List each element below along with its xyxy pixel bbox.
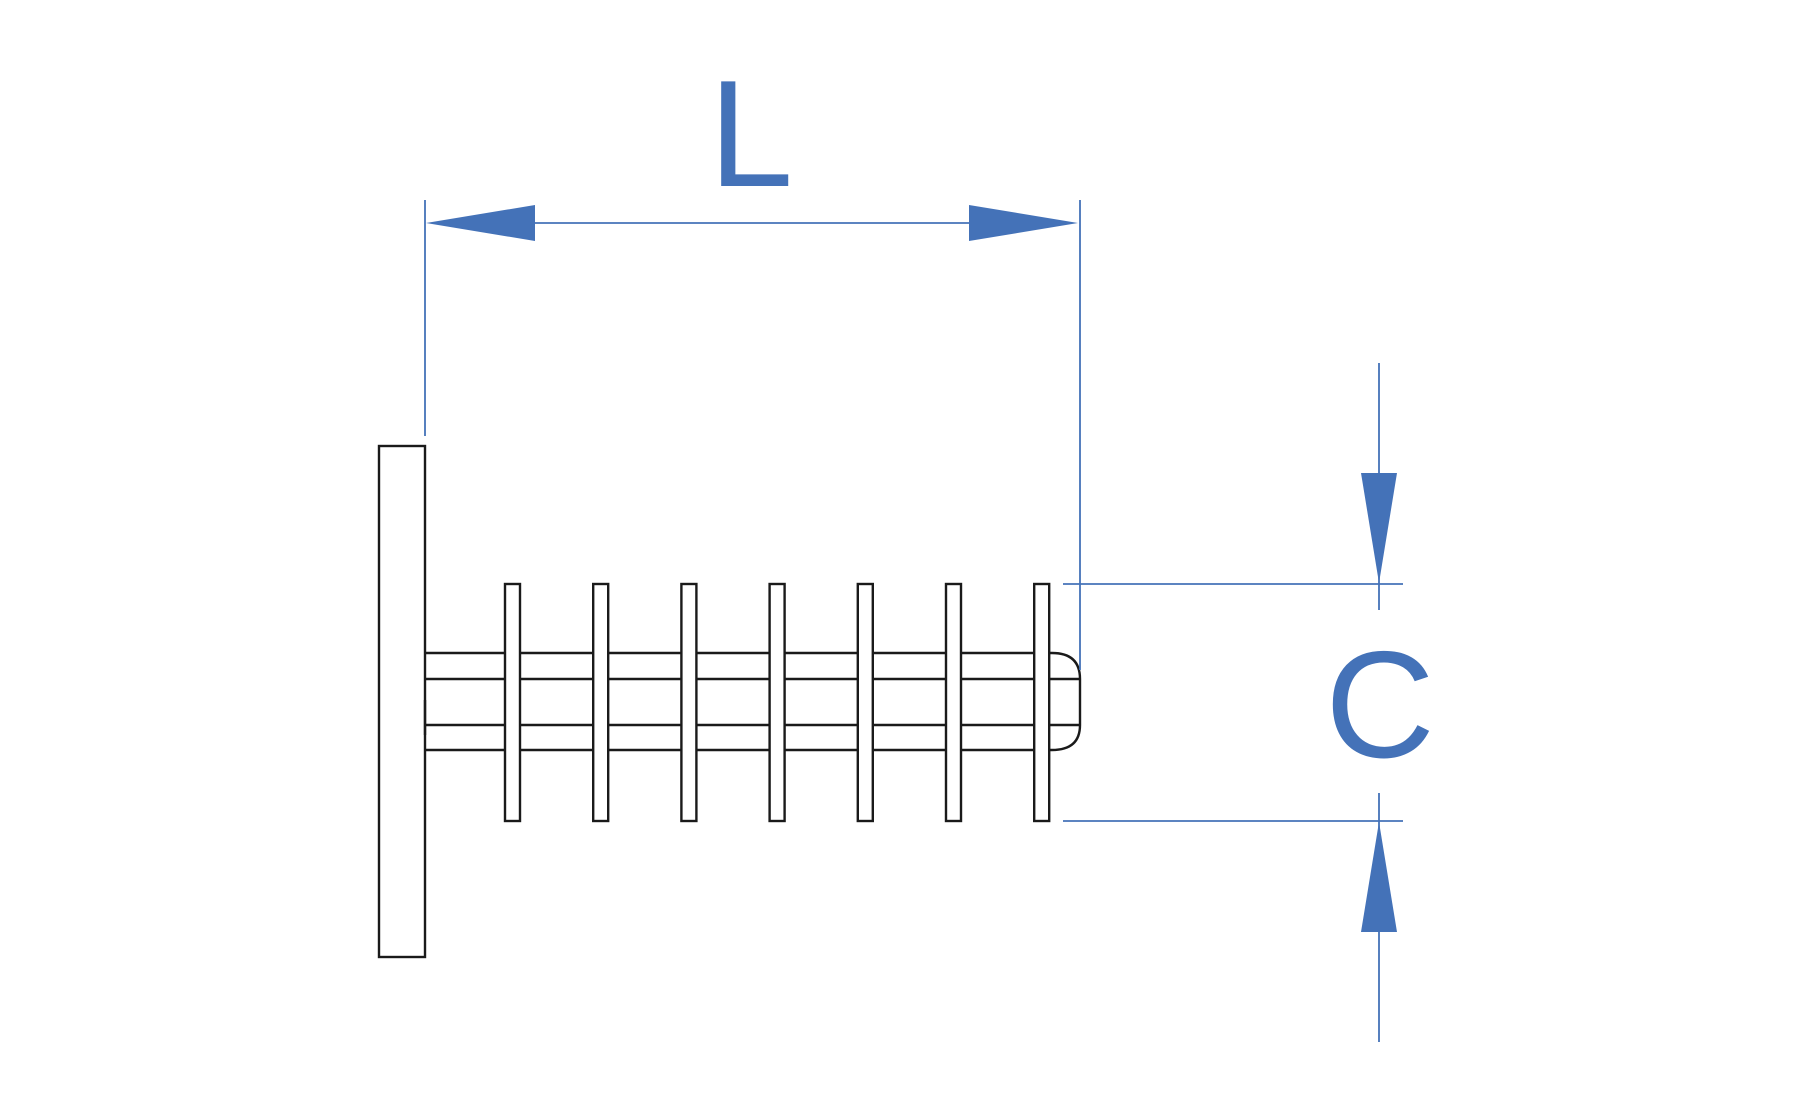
length-label: L [709, 49, 794, 219]
fin-7 [1032, 582, 1051, 823]
diameter-arrow-top [1361, 473, 1397, 583]
shank-tip [1051, 651, 1082, 752]
fastener-part [377, 444, 1082, 959]
diameter-arrow-bottom [1361, 822, 1397, 932]
diameter-label: C [1325, 620, 1435, 790]
length-dimension: L [424, 49, 1081, 670]
fin-2 [592, 582, 610, 823]
diameter-dimension: C [1063, 363, 1435, 1042]
fins [503, 582, 1051, 823]
shank [423, 651, 1080, 752]
length-arrow-left [426, 205, 535, 241]
fin-4 [768, 582, 786, 823]
fin-1 [503, 582, 522, 823]
fin-3 [680, 582, 698, 823]
fin-5 [856, 582, 874, 823]
length-arrow-right [969, 205, 1078, 241]
fin-6 [944, 582, 963, 823]
head-plate [377, 444, 427, 959]
